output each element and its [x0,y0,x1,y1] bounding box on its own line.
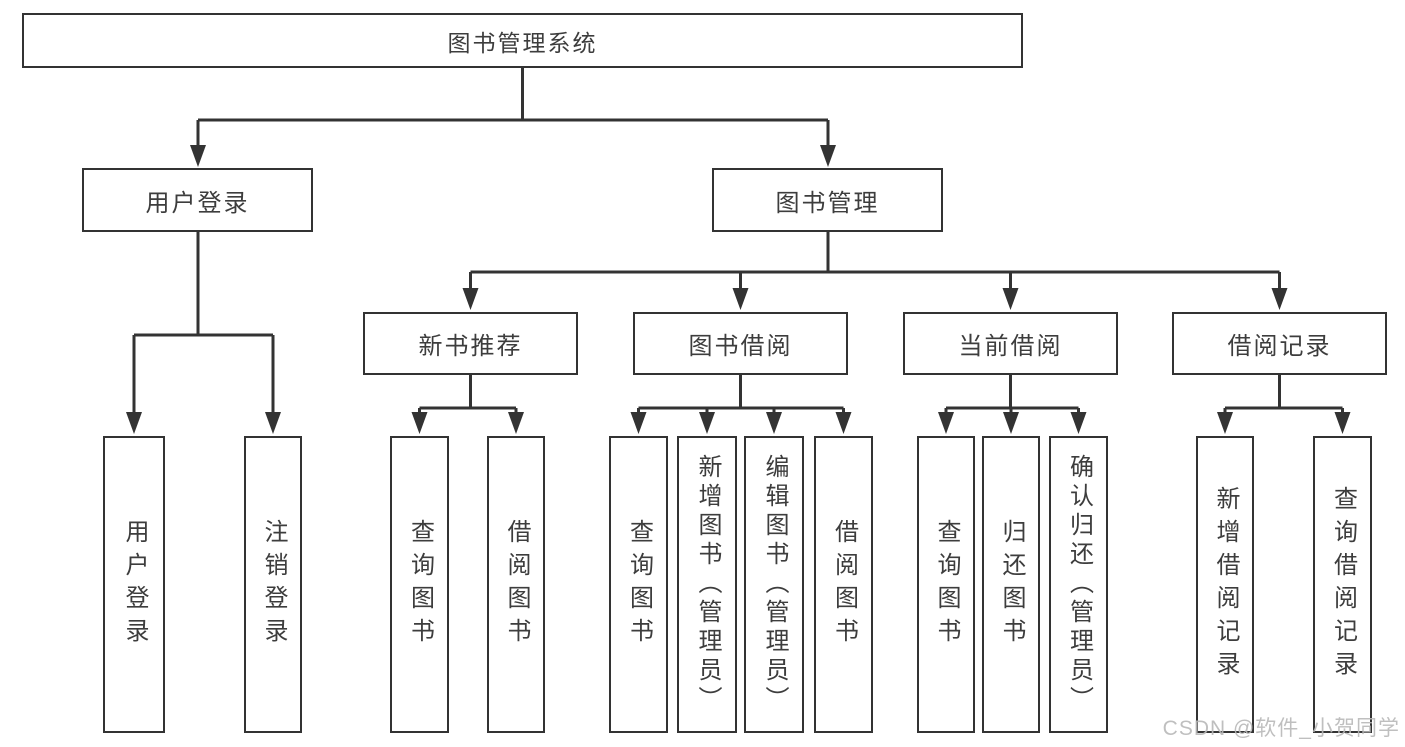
node-leaf-borrow-books-recommend: 借阅图书 [487,436,545,733]
node-leaf-borrow-books-recommend-label: 借阅图书 [503,518,530,651]
node-leaf-return-books: 归还图书 [982,436,1040,733]
node-root-label: 图书管理系统 [447,29,598,56]
node-leaf-query-books-current-label: 查询图书 [933,518,960,651]
node-leaf-query-books-recommend-label: 查询图书 [406,518,434,651]
watermark: CSDN @软件_小贺同学 [1162,717,1400,740]
node-leaf-add-borrow-record: 新增借阅记录 [1196,436,1254,733]
node-leaf-edit-books-admin-label: 编辑图书（管理员） [761,454,788,715]
node-leaf-add-books-admin: 新增图书（管理员） [677,436,737,733]
node-book-management: 图书管理 [712,168,943,232]
node-user-login: 用户登录 [82,168,313,232]
node-leaf-return-books-label: 归还图书 [998,518,1025,651]
node-leaf-add-borrow-record-label: 新增借阅记录 [1212,485,1239,684]
node-leaf-query-books-recommend: 查询图书 [390,436,449,733]
node-user-login-label: 用户登录 [145,189,250,217]
node-leaf-add-books-admin-label: 新增图书（管理员） [694,454,721,715]
node-borrowing-records-label: 借阅记录 [1227,333,1332,360]
node-new-book-recommend-label: 新书推荐 [418,333,523,360]
node-leaf-query-books-borrowing: 查询图书 [609,436,668,733]
node-current-borrowing: 当前借阅 [903,312,1118,375]
node-leaf-confirm-return-admin-label: 确认归还（管理员） [1065,454,1093,715]
node-leaf-query-borrow-record-label: 查询借阅记录 [1329,485,1357,684]
node-leaf-borrow-books-borrowing-label: 借阅图书 [830,518,858,651]
node-book-borrowing-label: 图书借阅 [688,333,793,360]
node-leaf-user-login-label: 用户登录 [121,518,148,651]
node-leaf-query-books-current: 查询图书 [917,436,975,733]
node-leaf-confirm-return-admin: 确认归还（管理员） [1049,436,1108,733]
node-leaf-edit-books-admin: 编辑图书（管理员） [744,436,804,733]
node-leaf-user-login: 用户登录 [103,436,165,733]
node-leaf-logout-label: 注销登录 [260,518,287,651]
node-leaf-borrow-books-borrowing: 借阅图书 [814,436,873,733]
node-root: 图书管理系统 [22,13,1023,68]
node-borrowing-records: 借阅记录 [1172,312,1387,375]
node-book-management-label: 图书管理 [775,189,880,217]
node-book-borrowing: 图书借阅 [633,312,848,375]
node-leaf-query-books-borrowing-label: 查询图书 [625,518,653,651]
node-leaf-query-borrow-record: 查询借阅记录 [1313,436,1372,733]
node-new-book-recommend: 新书推荐 [363,312,578,375]
node-leaf-logout: 注销登录 [244,436,302,733]
node-current-borrowing-label: 当前借阅 [958,333,1063,360]
